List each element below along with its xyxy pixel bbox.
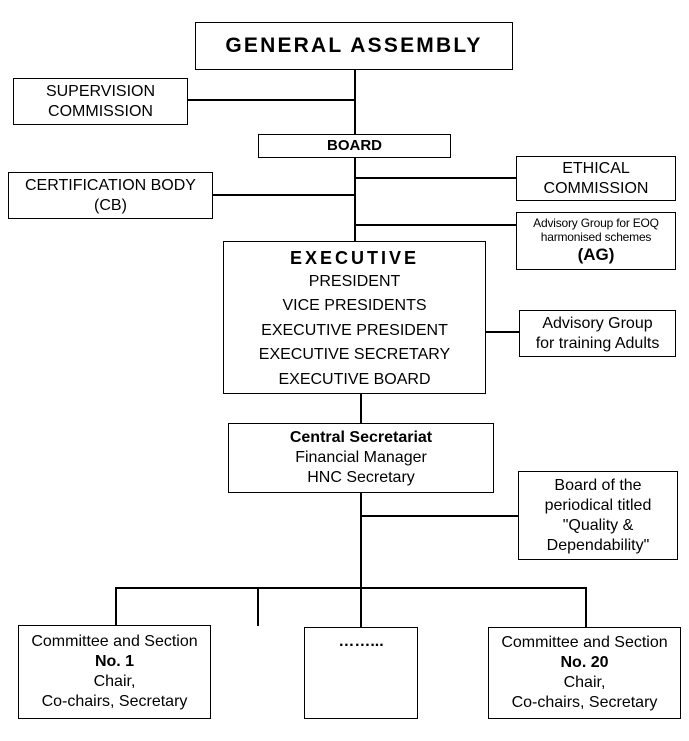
- supervision-line1: SUPERVISION: [45, 82, 156, 100]
- committee-1-box: Committee and Section No. 1 Chair, Co-ch…: [18, 625, 211, 719]
- committee-ellipsis-text: ……...: [338, 633, 384, 650]
- periodical-line4: Dependability": [546, 536, 650, 554]
- board-title: BOARD: [327, 136, 382, 154]
- advisory-training-line2: for training Adults: [535, 334, 660, 352]
- ethical-line1: ETHICAL: [562, 159, 630, 177]
- ethical-commission-box: ETHICAL COMMISSION: [516, 156, 676, 201]
- central-secretariat-title: Central Secretariat: [289, 429, 433, 446]
- committee-20-number: No. 20: [560, 654, 609, 671]
- committee-1-number: No. 1: [94, 653, 135, 670]
- general-assembly-box: GENERAL ASSEMBLY: [195, 22, 513, 70]
- board-box: BOARD: [258, 134, 451, 158]
- certification-line2: (CB): [94, 196, 127, 214]
- central-secretariat-line1: Financial Manager: [295, 449, 427, 466]
- advisory-training-box: Advisory Group for training Adults: [519, 310, 676, 357]
- committee-20-line2: Chair,: [563, 674, 606, 691]
- committee-ellipsis-box: ……...: [304, 627, 418, 719]
- executive-role-vice-presidents: VICE PRESIDENTS: [282, 297, 427, 314]
- committee-1-line2: Chair,: [93, 673, 136, 690]
- advisory-eoq-box: Advisory Group for EOQ harmonised scheme…: [516, 212, 676, 270]
- periodical-line3: "Quality &: [562, 516, 634, 534]
- advisory-training-line1: Advisory Group: [542, 314, 653, 332]
- committee-1-line1: Committee and Section: [31, 633, 198, 650]
- committee-1-line3: Co-chairs, Secretary: [41, 693, 188, 710]
- committee-20-box: Committee and Section No. 20 Chair, Co-c…: [488, 627, 681, 719]
- periodical-line2: periodical titled: [544, 496, 652, 514]
- certification-line1: CERTIFICATION BODY: [25, 176, 196, 194]
- advisory-eoq-line2: harmonised schemes: [540, 230, 652, 245]
- committee-20-line3: Co-chairs, Secretary: [511, 694, 658, 711]
- general-assembly-title: GENERAL ASSEMBLY: [225, 33, 483, 57]
- periodical-board-box: Board of the periodical titled "Quality …: [518, 471, 678, 560]
- advisory-eoq-line1: Advisory Group for EOQ: [533, 216, 659, 231]
- executive-role-executive-board: EXECUTIVE BOARD: [278, 370, 431, 388]
- executive-role-executive-secretary: EXECUTIVE SECRETARY: [258, 346, 451, 363]
- central-secretariat-box: Central Secretariat Financial Manager HN…: [228, 423, 494, 493]
- certification-body-box: CERTIFICATION BODY (CB): [8, 172, 213, 219]
- committee-20-line1: Committee and Section: [501, 634, 668, 651]
- executive-role-president: PRESIDENT: [308, 272, 401, 290]
- periodical-line1: Board of the: [554, 476, 642, 494]
- advisory-eoq-abbr: (AG): [577, 245, 615, 265]
- ethical-line2: COMMISSION: [543, 179, 649, 197]
- executive-box: EXECUTIVE PRESIDENT VICE PRESIDENTS EXEC…: [223, 241, 486, 394]
- supervision-commission-box: SUPERVISION COMMISSION: [13, 78, 188, 125]
- executive-title: EXECUTIVE: [289, 248, 420, 268]
- executive-role-executive-president: EXECUTIVE PRESIDENT: [261, 321, 448, 339]
- supervision-line2: COMMISSION: [48, 102, 153, 120]
- central-secretariat-line2: HNC Secretary: [307, 469, 415, 486]
